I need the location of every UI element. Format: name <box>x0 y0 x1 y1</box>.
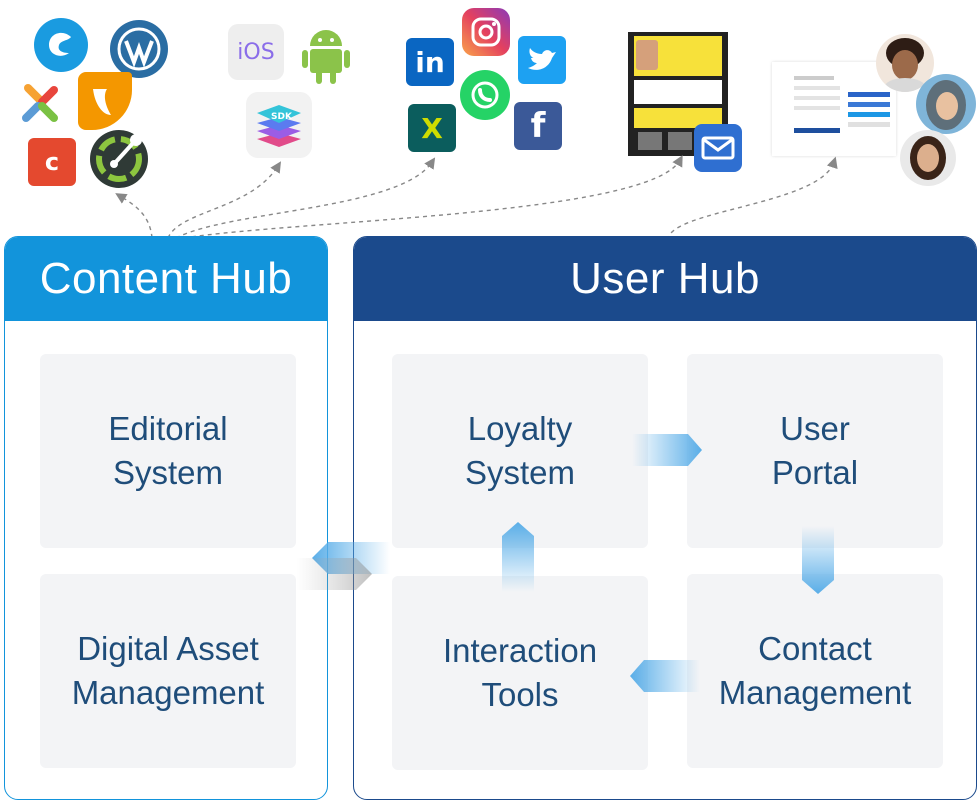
content-hub-title: Content Hub <box>39 254 293 303</box>
content-hub-header: Content Hub <box>5 237 327 321</box>
user-hub-panel: User Hub <box>353 236 977 800</box>
facebook-icon: f <box>514 102 562 150</box>
whatsapp-icon <box>460 70 510 120</box>
xing-icon: X <box>408 104 456 152</box>
shopware-icon <box>34 18 88 72</box>
android-icon <box>298 22 354 86</box>
contact-management-module: Contact Management <box>687 574 943 768</box>
arrow-portal-to-contact <box>802 526 834 594</box>
editorial-system-module: Editorial System <box>40 354 296 548</box>
connector-apps <box>167 161 282 239</box>
channel-connectors <box>115 155 838 241</box>
digital-asset-management-module: Digital Asset Management <box>40 574 296 768</box>
ios-label: iOS <box>237 39 275 65</box>
twitter-icon <box>518 36 566 84</box>
mail-icon <box>694 124 742 172</box>
ios-icon: iOS <box>228 24 284 80</box>
loyalty-system-module: Loyalty System <box>392 354 648 548</box>
arrow-contact-to-interaction <box>630 660 700 692</box>
joomla-icon <box>14 78 66 130</box>
wordpress-icon <box>110 20 168 78</box>
content-hub-panel: Content Hub <box>4 236 328 800</box>
arrow-hub-link-right <box>296 558 372 590</box>
user-hub-title: User Hub <box>570 254 760 303</box>
sdk-label: SDK <box>271 112 293 122</box>
xing-label: X <box>421 111 443 145</box>
connector-portal <box>667 156 838 241</box>
user-hub-header: User Hub <box>354 237 976 321</box>
arrow-interaction-to-loyalty <box>502 522 534 592</box>
craft-icon <box>90 130 148 188</box>
linkedin-icon: in <box>406 38 454 86</box>
user-portal-module: User Portal <box>687 354 943 548</box>
typo3-icon <box>78 72 132 130</box>
connector-social <box>175 157 436 239</box>
instagram-icon <box>462 8 510 56</box>
avatar-3 <box>900 130 956 186</box>
sdk-icon: SDK <box>246 92 312 158</box>
arrow-loyalty-to-portal <box>632 434 702 466</box>
contao-icon: c <box>28 138 76 186</box>
connector-cms <box>115 193 153 239</box>
avatar-2 <box>916 74 976 134</box>
facebook-label: f <box>530 106 546 146</box>
connector-newsletter <box>183 155 683 239</box>
signup-form-preview <box>772 62 896 156</box>
interaction-tools-module: Interaction Tools <box>392 576 648 770</box>
linkedin-label: in <box>415 45 445 79</box>
